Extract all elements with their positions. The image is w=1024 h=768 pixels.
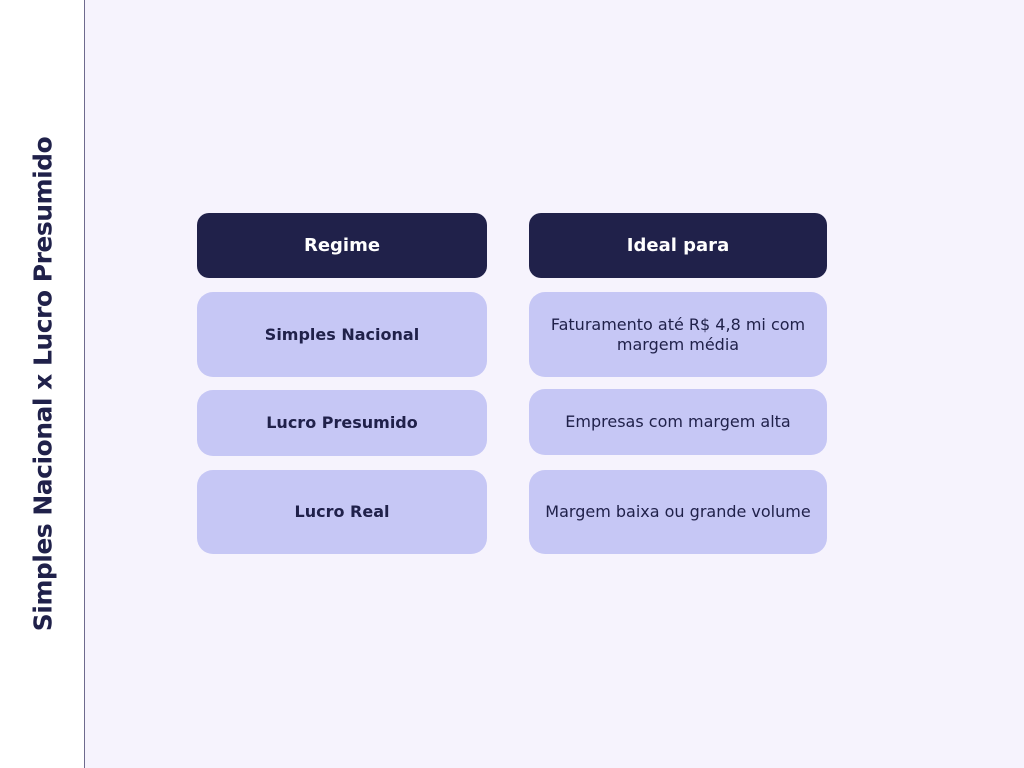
cell-regime: Lucro Real [197,470,487,554]
cell-ideal: Empresas com margem alta [529,389,827,455]
header-ideal: Ideal para [529,213,827,278]
slide-title: Simples Nacional x Lucro Presumido [28,136,58,632]
cell-regime: Simples Nacional [197,292,487,377]
cell-ideal: Faturamento até R$ 4,8 mi com margem méd… [529,292,827,377]
header-regime: Regime [197,213,487,278]
cell-regime: Lucro Presumido [197,390,487,456]
cell-ideal: Margem baixa ou grande volume [529,470,827,554]
side-panel [0,0,85,768]
